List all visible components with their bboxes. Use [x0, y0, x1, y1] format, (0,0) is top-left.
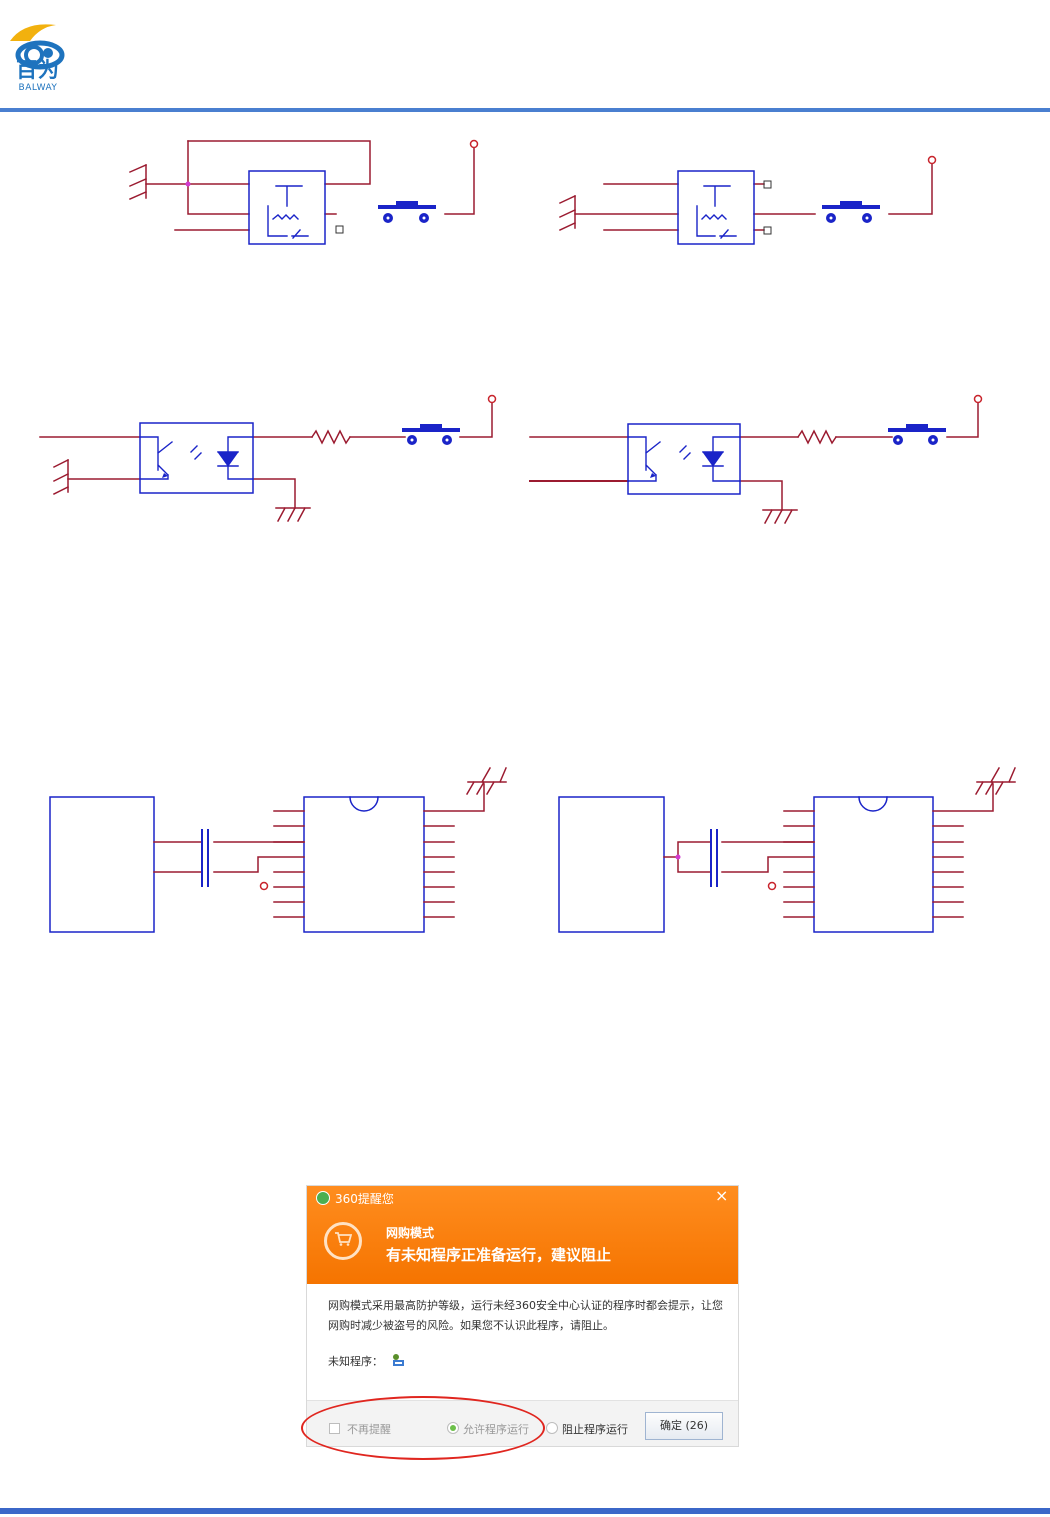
optocoupler-circuit-right [529, 394, 983, 525]
highlight-ellipse [301, 1396, 545, 1460]
circuit-diagrams [39, 139, 1016, 933]
mode-label: 网购模式 [386, 1226, 435, 1240]
ok-button[interactable]: 确定 (26) [645, 1412, 723, 1440]
ic-circuit-right [558, 766, 1016, 933]
dialog-headline: 有未知程序正准备运行，建议阻止 [386, 1246, 612, 1264]
warning-dialog: 360提醒您 × 网购模式 有未知程序正准备运行，建议阻止 网购模式采用最高防护… [306, 1185, 739, 1447]
shield-icon [316, 1191, 330, 1205]
shopping-mode-badge [324, 1222, 362, 1260]
unknown-program-label: 未知程序： [328, 1355, 383, 1368]
footer-rule [0, 1508, 1050, 1514]
dialog-title: 360提醒您 [335, 1192, 394, 1206]
push-button-icon [822, 201, 880, 209]
push-button-icon [888, 424, 946, 432]
block-run-label[interactable]: 阻止程序运行 [562, 1423, 628, 1436]
cart-icon [335, 1232, 352, 1246]
logo-english-text: BALWAY [18, 83, 58, 93]
optocoupler-circuit-left [39, 394, 497, 523]
logo-chinese-text: 百为 [16, 58, 60, 82]
balway-logo-icon [10, 24, 65, 70]
push-button-icon [378, 201, 436, 209]
relay-circuit-right [559, 155, 937, 245]
close-icon[interactable]: × [715, 1186, 729, 1205]
relay-circuit-left [129, 139, 479, 245]
ic-circuit-left [49, 766, 507, 933]
dialog-header [307, 1186, 738, 1284]
push-button-icon [402, 424, 460, 432]
program-icon [393, 1354, 404, 1366]
dialog-body-text: 网购模式采用最高防护等级，运行未经360安全中心认证的程序时都会提示，让您网购时… [328, 1299, 723, 1332]
block-run-radio[interactable] [546, 1422, 558, 1434]
header-rule [0, 108, 1050, 112]
